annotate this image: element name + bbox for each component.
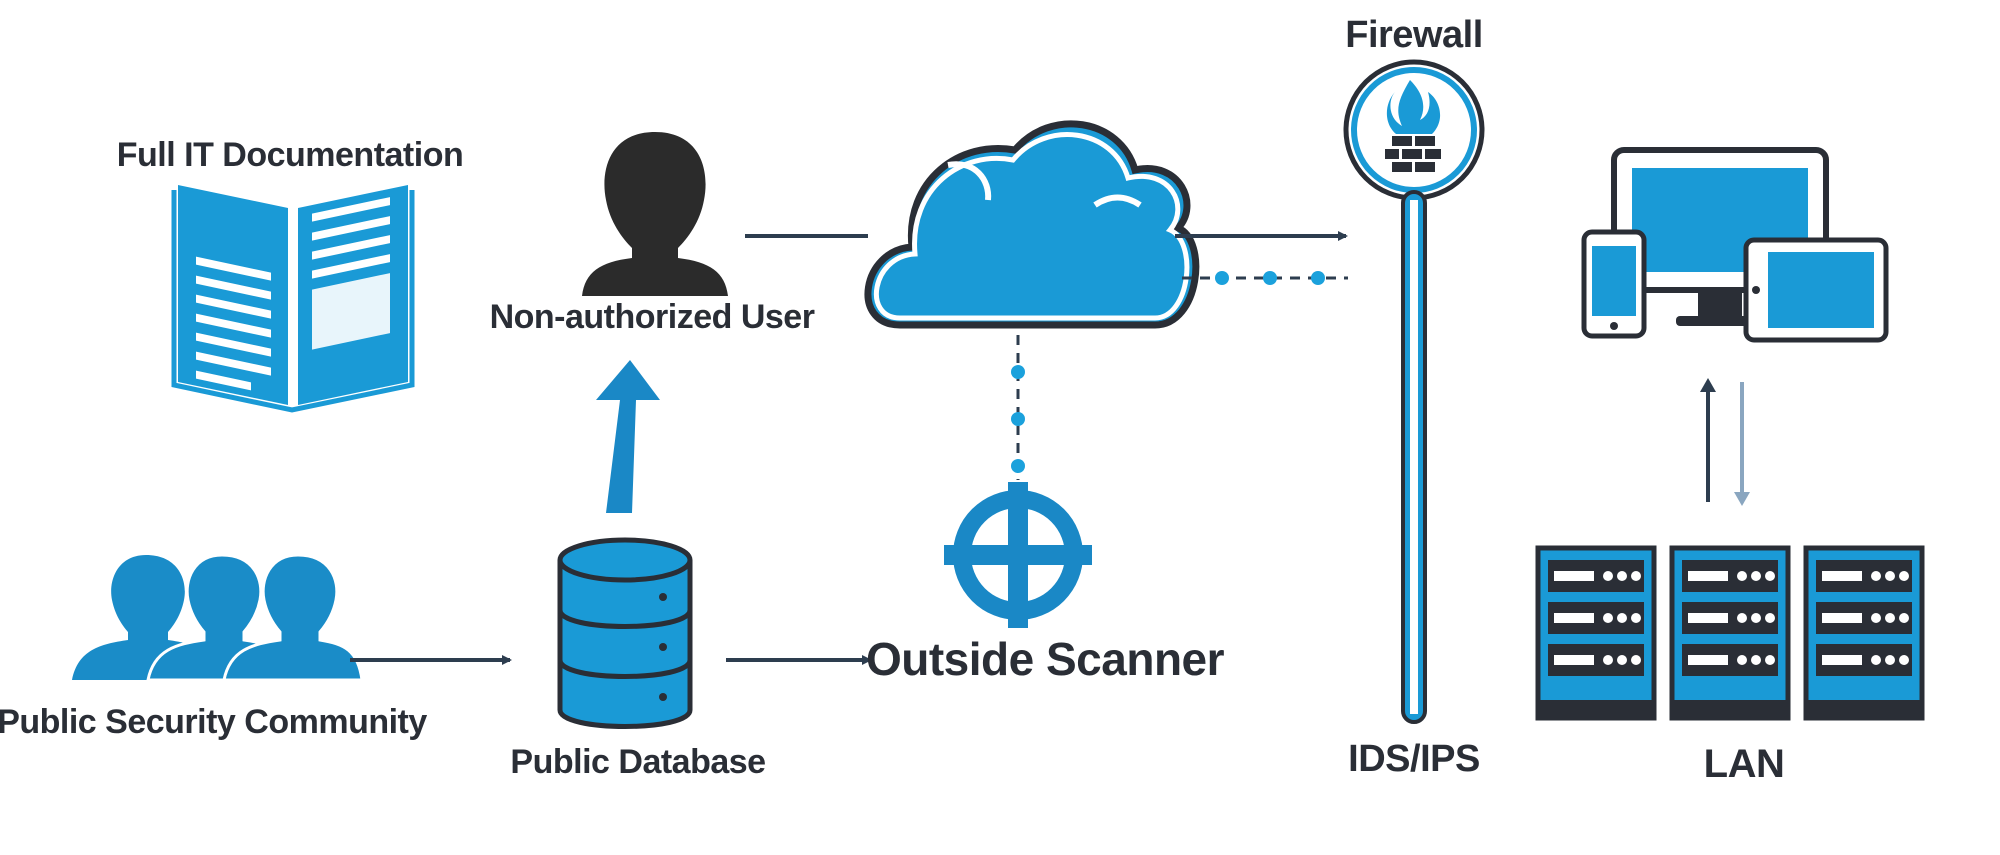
cloud-icon <box>864 120 1200 329</box>
people-group-icon <box>72 553 364 682</box>
dotted-link-cloud-to-ids <box>1182 271 1348 285</box>
lan-label: LAN <box>1703 742 1785 786</box>
database-label: Public Database <box>510 743 766 781</box>
user-label: Non-authorized User <box>489 298 815 336</box>
person-icon <box>582 132 728 296</box>
database-icon <box>557 537 693 729</box>
crosshair-icon <box>944 482 1092 628</box>
arrows-devices-lan <box>1700 378 1750 506</box>
devices-icon <box>1581 147 1889 343</box>
firewall-label: Firewall <box>1345 14 1483 56</box>
scanner-label: Outside Scanner <box>865 633 1225 685</box>
documentation-label: Full IT Documentation <box>116 136 464 174</box>
document-icon <box>171 185 415 413</box>
ids-label: IDS/IPS <box>1348 738 1480 780</box>
community-label: Public Security Community <box>0 703 427 741</box>
server-rack-icon <box>1535 545 1925 721</box>
arrow-db-to-user <box>596 360 660 513</box>
firewall-icon <box>1343 59 1485 724</box>
dotted-link-cloud-to-scanner <box>1011 335 1025 480</box>
